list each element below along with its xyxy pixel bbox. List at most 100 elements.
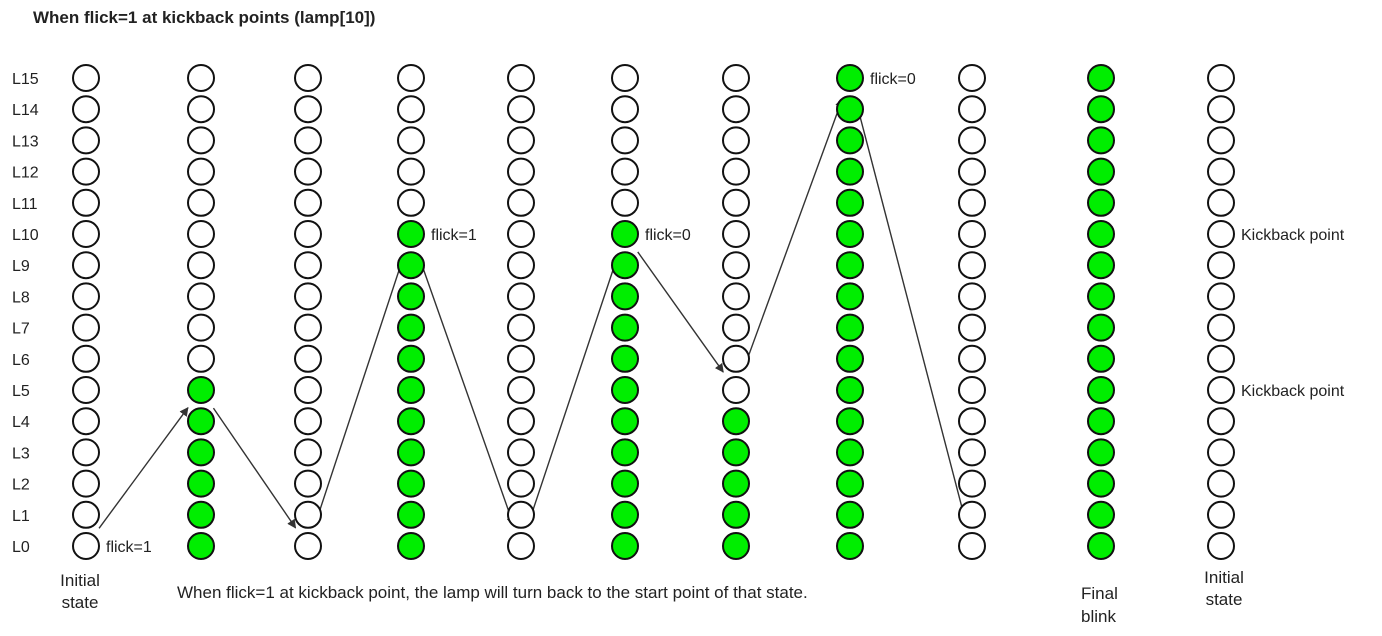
- lamp-lit: [611, 438, 639, 467]
- lamp-unlit: [958, 469, 986, 498]
- annotation-label: flick=1: [431, 227, 477, 244]
- lamp-unlit: [722, 344, 750, 373]
- lamp-unlit: [1207, 95, 1235, 124]
- annotation-label: flick=0: [870, 71, 916, 88]
- lamp-lit: [836, 438, 864, 467]
- caption-initial-right-line1: Initial: [1204, 568, 1244, 587]
- lamp-lit: [1087, 95, 1115, 124]
- lamp-unlit: [397, 95, 425, 124]
- lamp-unlit: [294, 64, 322, 92]
- lamp-unlit: [72, 344, 100, 373]
- lamp-lit: [397, 438, 425, 467]
- lamp-lit: [397, 251, 425, 280]
- row-label: L4: [12, 414, 30, 431]
- lamp-lit: [397, 532, 425, 560]
- lamp-unlit: [722, 251, 750, 280]
- lamp-unlit: [72, 532, 100, 560]
- lamp-unlit: [397, 126, 425, 155]
- lamp-lit: [836, 313, 864, 342]
- lamp-lit: [1087, 157, 1115, 186]
- annotation-label: Kickback point: [1241, 227, 1345, 244]
- lamp-unlit: [294, 344, 322, 373]
- lamp-unlit: [187, 220, 215, 248]
- lamp-unlit: [72, 438, 100, 467]
- lamp-unlit: [294, 157, 322, 186]
- lamp-unlit: [611, 188, 639, 217]
- row-label: L8: [12, 289, 30, 306]
- lamp-unlit: [187, 95, 215, 124]
- lamp-lit: [397, 282, 425, 311]
- lamp-lit: [187, 407, 215, 436]
- lamp-lit: [397, 407, 425, 436]
- caption-final-line1: Final: [1081, 584, 1118, 603]
- lamp-columns: [72, 64, 1235, 560]
- lamp-unlit: [294, 220, 322, 248]
- lamp-lit: [836, 157, 864, 186]
- lamp-unlit: [1207, 64, 1235, 92]
- lamp-unlit: [72, 64, 100, 92]
- lamp-lit: [722, 469, 750, 498]
- lamp-lit: [187, 376, 215, 404]
- lamp-lit: [836, 188, 864, 217]
- lamp-unlit: [72, 376, 100, 404]
- lamp-unlit: [294, 282, 322, 311]
- lamp-unlit: [958, 376, 986, 404]
- lamp-lit: [611, 500, 639, 529]
- row-label: L7: [12, 321, 30, 338]
- lamp-lit: [836, 220, 864, 248]
- lamp-lit: [836, 500, 864, 529]
- lamp-lit: [1087, 438, 1115, 467]
- lamp-unlit: [397, 64, 425, 92]
- row-label: L2: [12, 477, 30, 494]
- lamp-unlit: [1207, 469, 1235, 498]
- row-label: L13: [12, 133, 39, 150]
- lamp-unlit: [1207, 220, 1235, 248]
- lamp-unlit: [294, 313, 322, 342]
- annotation-label: flick=1: [106, 539, 152, 556]
- annotation-label: flick=0: [645, 227, 691, 244]
- lamp-unlit: [72, 251, 100, 280]
- lamp-lit: [397, 500, 425, 529]
- lamp-lit: [1087, 376, 1115, 404]
- lamp-unlit: [958, 126, 986, 155]
- transition-arrows: [98, 97, 969, 529]
- lamp-lit: [1087, 407, 1115, 436]
- lamp-unlit: [72, 500, 100, 529]
- lamp-unlit: [611, 95, 639, 124]
- row-label: L1: [12, 508, 30, 525]
- lamp-unlit: [958, 438, 986, 467]
- lamp-unlit: [958, 251, 986, 280]
- lamp-lit: [836, 282, 864, 311]
- lamp-lit: [611, 282, 639, 311]
- transition-arrow: [417, 254, 516, 527]
- lamp-unlit: [507, 282, 535, 311]
- lamp-lit: [722, 500, 750, 529]
- lamp-unlit: [722, 64, 750, 92]
- lamp-unlit: [72, 126, 100, 155]
- lamp-lit: [187, 500, 215, 529]
- lamp-unlit: [72, 220, 100, 248]
- row-label: L12: [12, 165, 39, 182]
- lamp-lit: [1087, 344, 1115, 373]
- lamp-unlit: [72, 407, 100, 436]
- lamp-unlit: [294, 532, 322, 560]
- lamp-unlit: [722, 188, 750, 217]
- lamp-lit: [187, 438, 215, 467]
- transition-arrow: [314, 254, 406, 526]
- lamp-unlit: [1207, 344, 1235, 373]
- lamp-unlit: [72, 282, 100, 311]
- lamp-lit: [1087, 220, 1115, 248]
- lamp-unlit: [507, 500, 535, 529]
- caption-initial-left-line1: Initial: [60, 571, 100, 590]
- lamp-lit: [397, 469, 425, 498]
- lamp-unlit: [958, 313, 986, 342]
- lamp-unlit: [1207, 188, 1235, 217]
- lamp-unlit: [187, 126, 215, 155]
- lamp-lit: [397, 313, 425, 342]
- lamp-lit: [1087, 126, 1115, 155]
- lamp-unlit: [507, 95, 535, 124]
- lamp-lit: [836, 344, 864, 373]
